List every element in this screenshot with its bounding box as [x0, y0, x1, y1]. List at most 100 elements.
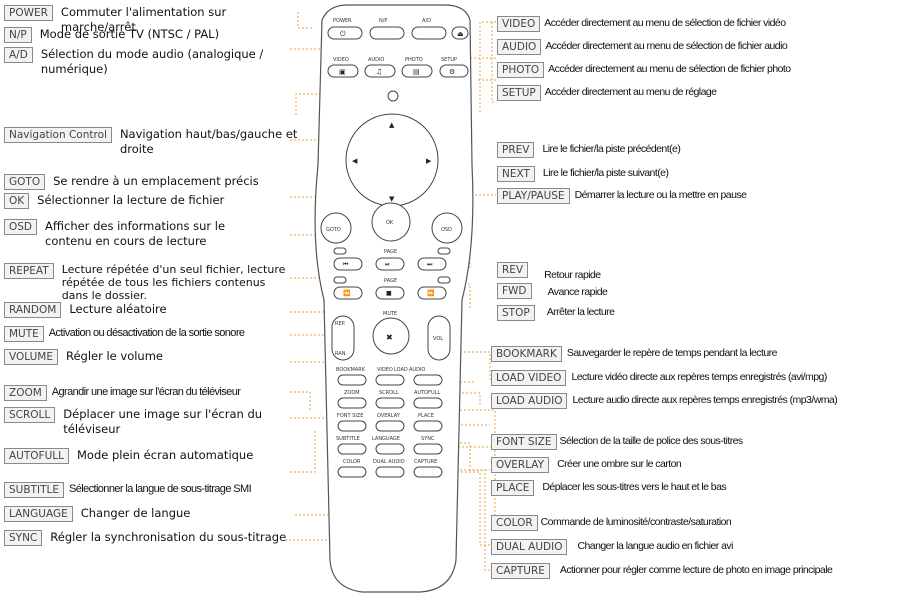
svg-text:LOAD: LOAD [394, 367, 408, 373]
svg-text:DUAL AUDIO: DUAL AUDIO [373, 459, 405, 465]
desc-fwd: Avance rapide [547, 286, 608, 298]
svg-text:OVERLAY: OVERLAY [377, 413, 401, 419]
tag-ad: A/D [4, 47, 33, 63]
svg-text:CAPTURE: CAPTURE [414, 459, 437, 465]
desc-subtitle: Sélectionner la langue de sous-titrage S… [68, 483, 252, 495]
desc-np: Mode de sortie TV (NTSC / PAL) [39, 27, 220, 41]
legend-item-subtitle: SUBTITLE Sélectionner la langue de sous-… [4, 482, 252, 498]
svg-text:GOTO: GOTO [326, 227, 341, 233]
svg-text:SETUP: SETUP [441, 57, 457, 63]
desc-place: Déplacer les sous-titres vers le haut et… [542, 481, 727, 493]
svg-text:PAGE: PAGE [384, 278, 397, 284]
legend-item-zoom: ZOOM Agrandir une image sur l'écran du t… [4, 385, 241, 401]
legend-item-load-audio: LOAD AUDIO Lecture audio directe aux rep… [491, 393, 838, 409]
tag-overlay: OVERLAY [491, 457, 550, 473]
remote-ok-button [371, 202, 411, 242]
svg-text:⏭: ⏭ [427, 261, 433, 268]
legend-item-overlay: OVERLAY Créer une ombre sur le carton [491, 457, 682, 473]
legend-item-ad: A/D Sélection du mode audio (analogique … [4, 47, 293, 77]
svg-text:BOOKMARK: BOOKMARK [336, 367, 366, 373]
tag-stop: STOP [497, 305, 535, 321]
desc-prev: Lire le fichier/la piste précédent(e) [542, 143, 681, 155]
svg-text:OK: OK [386, 220, 394, 226]
desc-rev: Retour rapide [544, 269, 601, 281]
tag-place: PLACE [491, 480, 535, 496]
desc-play-pause: Démarrer la lecture ou la mettre en paus… [574, 189, 747, 201]
svg-text:AUTOFULL: AUTOFULL [414, 390, 440, 396]
tag-font-size: FONT SIZE [491, 434, 557, 450]
tag-scroll: SCROLL [4, 407, 56, 423]
tag-dual-audio: DUAL AUDIO [491, 539, 568, 555]
svg-text:⏻: ⏻ [340, 30, 346, 38]
svg-text:MUTE: MUTE [383, 311, 397, 317]
desc-bookmark: Sauvegarder le repère de temps pendant l… [566, 347, 778, 359]
desc-goto: Se rendre à un emplacement précis [53, 174, 259, 188]
desc-volume: Régler le volume [65, 349, 163, 363]
legend-item-np: N/P Mode de sortie TV (NTSC / PAL) [4, 27, 290, 43]
svg-text:PLACE: PLACE [418, 413, 434, 419]
legend-item-goto: GOTO Se rendre à un emplacement précis [4, 174, 288, 190]
svg-text:⏯: ⏯ [385, 261, 390, 268]
svg-text:COLOR: COLOR [343, 459, 361, 465]
legend-item-place: PLACE Déplacer les sous-titres vers le h… [491, 480, 727, 496]
tag-autofull: AUTOFULL [4, 448, 69, 464]
desc-power: Commuter l'alimentation sur marche/arrêt [60, 5, 227, 34]
desc-setup: Accéder directement au menu de réglage [544, 86, 717, 98]
svg-text:⏪: ⏪ [343, 289, 351, 297]
legend-item-fwd: FWD Avance rapide [497, 283, 608, 300]
svg-text:VIDEO: VIDEO [377, 367, 393, 373]
svg-text:LANGUAGE: LANGUAGE [372, 436, 400, 442]
legend-item-setup: SETUP Accéder directement au menu de rég… [497, 85, 717, 101]
desc-autofull: Mode plein écran automatique [76, 448, 254, 462]
legend-item-volume: VOLUME Régler le volume [4, 349, 163, 365]
desc-ad: Sélection du mode audio (analogique / nu… [40, 47, 264, 76]
desc-color: Commande de luminosité/contraste/saturat… [540, 516, 732, 528]
tag-photo: PHOTO [497, 62, 545, 78]
tag-subtitle: SUBTITLE [4, 482, 64, 498]
tag-play-pause: PLAY/PAUSE [497, 188, 570, 204]
desc-photo: Accéder directement au menu de sélection… [548, 63, 791, 75]
svg-text:▼: ▼ [389, 195, 395, 203]
remote-ad-button [411, 26, 447, 40]
legend-item-rev: REV Retour rapide [497, 262, 601, 283]
desc-sync: Régler la synchronisation du sous-titrag… [50, 530, 287, 544]
legend-item-video: VIDEO Accéder directement au menu de sél… [497, 16, 786, 32]
legend-item-sync: SYNC Régler la synchronisation du sous-t… [4, 530, 295, 546]
desc-stop: Arrêter la lecture [546, 306, 615, 318]
svg-text:A/D: A/D [422, 18, 431, 24]
tag-power: POWER [4, 5, 53, 21]
svg-text:PHOTO: PHOTO [405, 57, 423, 63]
legend-item-language: LANGUAGE Changer de langue [4, 506, 190, 522]
desc-capture: Actionner pour régler comme lecture de p… [559, 564, 833, 576]
tag-bookmark: BOOKMARK [491, 346, 562, 362]
tag-setup: SETUP [497, 85, 541, 101]
remote-volume-rocker [427, 315, 451, 361]
legend-item-autofull: AUTOFULL Mode plein écran automatique [4, 448, 253, 464]
svg-text:▤: ▤ [413, 68, 420, 76]
legend-item-navigation: Navigation Control Navigation haut/bas/g… [4, 127, 298, 157]
remote-mute-button [372, 317, 410, 355]
svg-text:✖: ✖ [386, 333, 393, 342]
tag-np: N/P [4, 27, 32, 43]
tag-language: LANGUAGE [4, 506, 73, 522]
svg-text:VIDEO: VIDEO [333, 57, 349, 63]
tag-goto: GOTO [4, 174, 46, 190]
svg-text:⏩: ⏩ [427, 289, 435, 297]
svg-text:VOL: VOL [433, 336, 443, 342]
tag-prev: PREV [497, 142, 535, 158]
remote-goto-button [320, 212, 352, 244]
legend-item-bookmark: BOOKMARK Sauvegarder le repère de temps … [491, 346, 777, 362]
legend-item-font-size: FONT SIZE Sélection de la taille de poli… [491, 434, 743, 450]
legend-item-color: COLOR Commande de luminosité/contraste/s… [491, 515, 732, 531]
svg-text:⏮: ⏮ [343, 261, 349, 268]
svg-text:N/P: N/P [379, 18, 387, 24]
tag-load-video: LOAD VIDEO [491, 370, 567, 386]
svg-text:RAN.: RAN. [335, 351, 347, 357]
svg-text:SUBTITLE: SUBTITLE [336, 436, 360, 442]
desc-repeat: Lecture répétée d'un seul fichier, lectu… [61, 263, 286, 302]
svg-text:▲: ▲ [389, 121, 395, 129]
remote-power-button [327, 26, 363, 40]
tag-volume: VOLUME [4, 349, 58, 365]
svg-text:♫: ♫ [376, 68, 382, 76]
